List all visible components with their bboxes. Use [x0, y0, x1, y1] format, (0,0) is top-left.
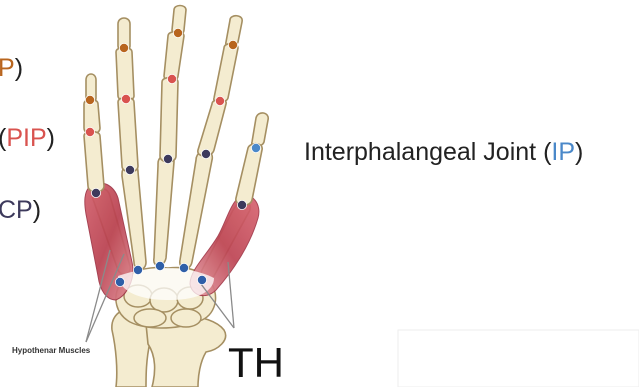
pip-label: (PIP): [0, 124, 55, 152]
mcp-close: ): [33, 196, 41, 224]
mcp-joint-dot: [201, 149, 210, 158]
pip-joint-dot: [85, 127, 94, 136]
mcp-joint-dot: [237, 200, 246, 209]
th-label: TH: [228, 340, 284, 386]
carpal-joint-dot: [133, 265, 142, 274]
carpal-joint-dot: [179, 263, 188, 272]
ip-close: ): [575, 138, 583, 166]
blank-panel: [398, 330, 639, 387]
pip-acronym: PIP: [6, 124, 46, 152]
pip-joint-markers: [85, 74, 224, 136]
hypothenar-muscles-label: Hypothenar Muscles: [12, 346, 90, 356]
dip-label: P): [0, 54, 23, 82]
ip-label: Interphalangeal Joint (IP): [304, 138, 583, 166]
pip-close: ): [47, 124, 55, 152]
mcp-label: CP): [0, 196, 41, 224]
dip-close: ): [15, 54, 23, 82]
dip-joint-dot: [228, 40, 237, 49]
carpal-joint-dot: [115, 277, 124, 286]
pip-joint-dot: [167, 74, 176, 83]
ip-prefix: Interphalangeal Joint (: [304, 138, 551, 166]
dip-joint-dot: [173, 28, 182, 37]
mcp-joint-dot: [91, 188, 100, 197]
mcp-joint-dot: [125, 165, 134, 174]
pip-joint-dot: [121, 94, 130, 103]
metacarpal-3: [154, 155, 174, 266]
dip-acronym: P: [0, 54, 15, 82]
mcp-acronym: CP: [0, 196, 33, 224]
mcp-joint-dot: [163, 154, 172, 163]
ip-acronym: IP: [551, 138, 575, 166]
ip-joint-dot: [251, 143, 260, 152]
ip-joint-markers: [251, 143, 260, 152]
pip-joint-dot: [215, 96, 224, 105]
dip-joint-dot: [119, 43, 128, 52]
carpal-joint-dot: [197, 275, 206, 284]
carpal-joint-dot: [155, 261, 164, 270]
dip-joint-dot: [85, 95, 94, 104]
